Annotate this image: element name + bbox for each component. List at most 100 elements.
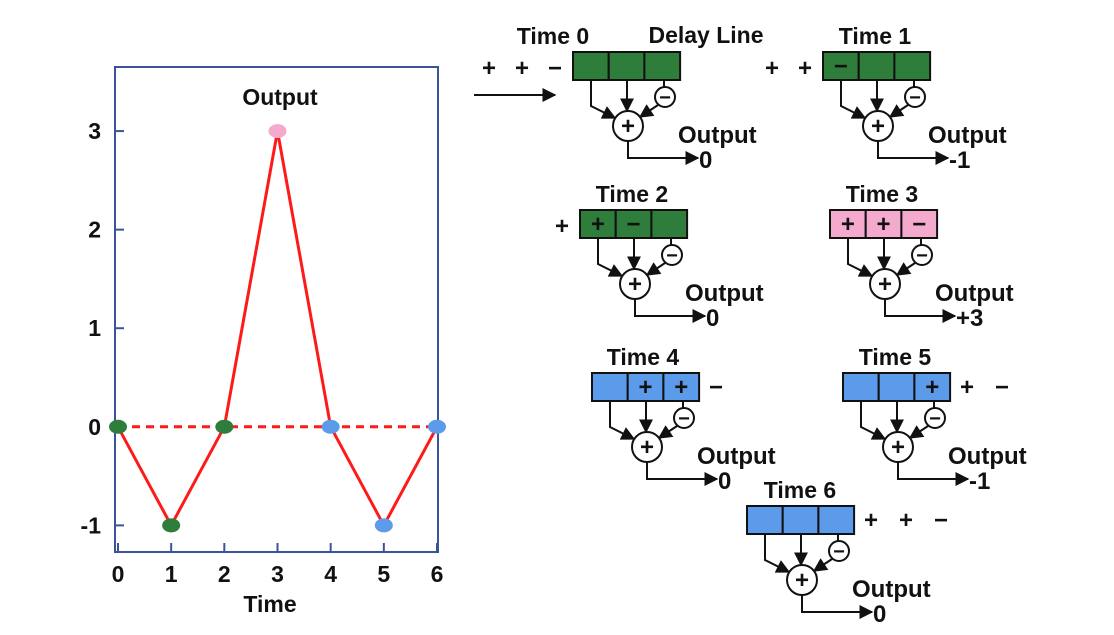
cell-sign: + [639,374,653,401]
output-arrow [627,141,700,165]
time-step-block: Time 3++−−+Output+3 [829,181,1014,332]
negate-node [673,407,695,429]
x-tick-label: 2 [218,561,231,587]
cell-sign: − [627,211,641,238]
block-title: Time 2 [596,181,668,207]
negate-icon: − [929,408,941,430]
delay-cell [829,209,867,239]
output-arrow [634,299,707,323]
input-sign: + [765,55,779,82]
delay-cell [893,51,932,81]
tap-arrow [847,238,874,277]
data-point [374,518,393,533]
time-step-block: Time 1−++−+Output-1 [765,23,1007,174]
delay-cell [877,372,916,402]
block-title: Time 5 [859,344,932,370]
cell-sign: + [925,374,939,401]
y-tick-label: 0 [88,414,101,440]
input-sign: − [934,507,948,534]
data-point [109,419,127,434]
input-sign: − [709,374,723,401]
tap-arrow [840,80,867,119]
sum-icon: + [640,434,654,461]
sum-icon: + [878,271,892,298]
block-title: Time 4 [607,344,680,370]
data-point [428,419,446,434]
tap-arrow [895,262,916,276]
x-tick-label: 4 [324,561,337,587]
data-point [268,124,287,139]
output-series-line [116,130,439,529]
output-label: Output [678,122,757,149]
output-label: Output [935,280,1014,307]
block-title: Time 6 [764,477,836,503]
output-value: +3 [956,305,983,332]
input-sign: + [899,507,913,534]
y-tick-label: 2 [88,217,101,243]
negate-node [924,407,946,429]
delay-line-label: Delay Line [648,22,763,48]
tap-arrow [638,104,659,118]
output-value: 0 [718,468,731,495]
sum-icon: + [891,434,905,461]
negate-node [661,244,683,266]
x-tick-label: 1 [165,561,178,587]
block-title: Time 3 [846,181,918,207]
input-sign: + [482,55,496,82]
input-sign: − [995,374,1009,401]
output-arrow [877,141,950,165]
delay-cell [817,505,856,535]
output-arrow [801,595,874,619]
input-sign: − [548,55,562,82]
delay-cell [842,372,880,402]
output-label: Output [928,122,1007,149]
output-value: 0 [706,305,719,332]
tap-arrow [609,401,636,440]
input-sign: + [515,55,529,82]
delay-cell [643,51,682,81]
input-sign: + [798,55,812,82]
y-tick-label: 1 [88,315,101,341]
output-label: Output [948,443,1027,470]
tap-arrow [645,262,666,276]
delay-cell [572,51,610,81]
y-tick-label: 3 [88,118,101,144]
x-tick-label: 0 [112,561,125,587]
cell-sign: + [591,211,605,238]
delay-cell [857,51,896,81]
delay-cell [591,372,629,402]
data-point [321,419,340,434]
tap-arrow [657,425,678,439]
output-arrow [897,462,970,486]
delay-cell [781,505,820,535]
cell-sign: + [877,211,891,238]
x-tick-label: 6 [431,561,444,587]
output-label: Output [685,280,764,307]
cell-sign: − [834,53,848,80]
time-step-block: Time 5++−−+Output-1 [842,344,1027,495]
tap-arrow [812,558,833,572]
y-tick-label: -1 [81,512,102,538]
tap-arrow [764,534,791,573]
negate-icon: − [833,541,845,563]
sum-icon: + [628,271,642,298]
negate-icon: − [916,245,928,267]
tap-arrow [860,401,887,440]
negate-node [654,86,676,108]
output-arrow [884,299,957,323]
x-tick-label: 3 [271,561,284,587]
cell-sign: − [912,211,926,238]
tap-arrow [888,104,909,118]
output-label: Output [697,443,776,470]
input-sign: + [960,374,974,401]
delay-cell [626,372,665,402]
delay-cell [607,51,646,81]
tap-arrow [590,80,617,119]
output-value: -1 [949,147,970,174]
output-value: 0 [699,147,712,174]
cell-sign: + [841,211,855,238]
